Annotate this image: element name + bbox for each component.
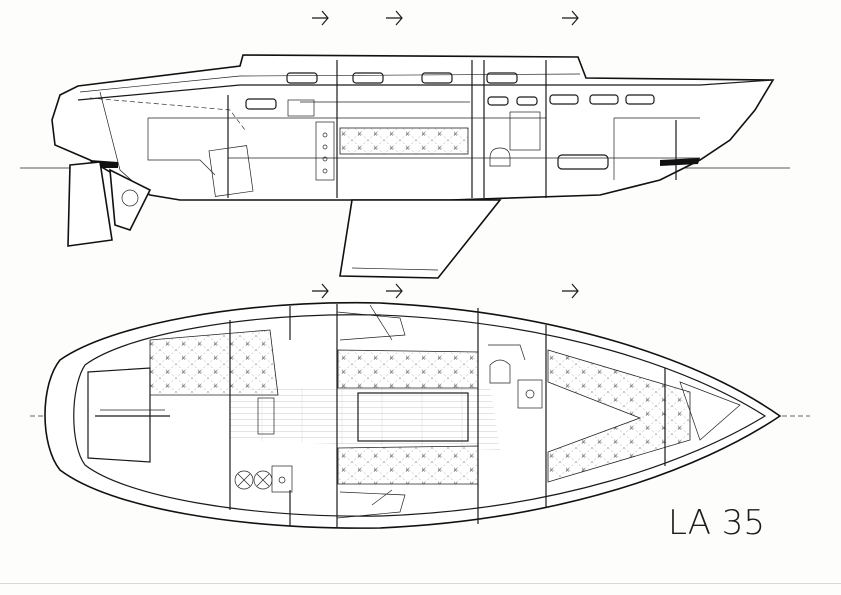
galley [234,397,293,493]
cabin-windows [245,72,655,170]
rudder [67,161,113,247]
saloon-table [357,392,469,442]
cockpit [87,367,151,463]
saloon-settee-starboard [337,445,479,485]
section-markers-top [312,10,579,26]
section-markers-mid [312,283,579,299]
bulkheads-profile [227,60,677,198]
heads [488,344,543,409]
saloon-settee-port [337,349,479,389]
hull-profile [51,54,775,201]
page-edge-rule [0,583,841,584]
keel [339,199,502,279]
aft-berth-cushion [149,329,279,396]
bulkheads-plan [229,304,666,528]
forward-vberth-cushion [547,349,691,483]
plan-view [30,301,810,529]
model-label: LA 35 [668,503,766,543]
settee-cushion-profile [339,127,469,155]
profile-view [20,54,790,279]
